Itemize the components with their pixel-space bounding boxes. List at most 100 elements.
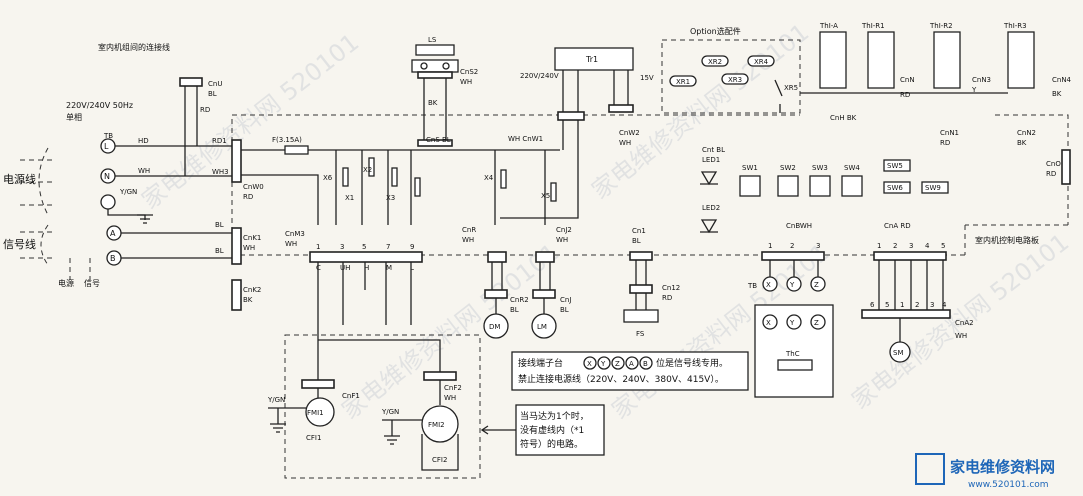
sw5-label: SW5 bbox=[887, 162, 903, 170]
cnr-label: CnR bbox=[462, 226, 476, 234]
cnbwh-label: CnBWH bbox=[786, 222, 812, 230]
cn1-bl-label: BL bbox=[632, 237, 641, 245]
ground-symbol-2 bbox=[268, 407, 306, 433]
bl-label: BL bbox=[215, 221, 224, 229]
fan2-ground-label: Y/GN bbox=[381, 408, 399, 416]
logo-url: www.520101.com bbox=[968, 480, 1049, 490]
cnr2-bl-label: BL bbox=[510, 306, 519, 314]
pin-uh-label: UH bbox=[340, 264, 350, 272]
sw1-label: SW1 bbox=[742, 164, 758, 172]
cnn1-label: CnN1 bbox=[940, 129, 959, 137]
fs-label: FS bbox=[636, 330, 645, 338]
xr1-label: XR1 bbox=[676, 78, 690, 86]
led2-label: LED2 bbox=[702, 204, 720, 212]
remote-z: Z bbox=[814, 281, 819, 289]
signal-line-label: 信号线 bbox=[3, 237, 36, 251]
cnw0-connector bbox=[231, 139, 242, 183]
thi-r1-label: ThI-R1 bbox=[861, 22, 885, 30]
cnj-label: CnJ bbox=[560, 296, 571, 304]
ls-wires bbox=[423, 78, 447, 140]
bl-label: BL bbox=[215, 247, 224, 255]
terminal-n-label: N bbox=[104, 172, 110, 181]
bottom-power-label: 电源 bbox=[58, 278, 74, 288]
pcb-outline bbox=[231, 114, 1069, 256]
logo-text: 家电维修资料网 bbox=[950, 458, 1055, 476]
cnk2-connector bbox=[231, 279, 242, 311]
pin-label: 5 bbox=[941, 242, 945, 250]
cns2-connector bbox=[417, 71, 453, 79]
ls-bk-label: BK bbox=[428, 99, 438, 107]
tr1-primary-wires bbox=[500, 120, 579, 219]
site-logo: 家电维修资料网 www.520101.com bbox=[915, 453, 1055, 490]
pin-label: 2 bbox=[915, 301, 919, 309]
pin-label: 3 bbox=[909, 242, 913, 250]
tr1-wires bbox=[562, 70, 629, 120]
cnr-wires bbox=[491, 262, 503, 290]
remote-y: Y bbox=[789, 319, 795, 327]
pin-label: 1 bbox=[877, 242, 881, 250]
wh3-label: WH3 bbox=[212, 168, 229, 176]
cnj2-wh-label: WH bbox=[556, 236, 568, 244]
cnf1-connector bbox=[301, 379, 335, 389]
cn12-connector bbox=[629, 284, 653, 294]
cnj-bl-label: BL bbox=[560, 306, 569, 314]
cnw0-label: CnW0 bbox=[243, 183, 264, 191]
cnn4-bk-label: BK bbox=[1052, 90, 1062, 98]
option-outline bbox=[661, 39, 801, 114]
cn1-connector bbox=[629, 251, 653, 261]
rd1-label: RD1 bbox=[212, 137, 227, 145]
cnn4-label: CnN4 bbox=[1052, 76, 1072, 84]
indoor-connect-title: 室内机组间的连接线 bbox=[98, 42, 170, 52]
cnbwh-connector bbox=[761, 251, 825, 261]
cns2-label: CnS2 bbox=[460, 68, 478, 76]
fmi2-motor bbox=[421, 405, 459, 443]
remote-y: Y bbox=[789, 281, 795, 289]
svg-text:A: A bbox=[629, 360, 634, 368]
cnn-label: CnN bbox=[900, 76, 915, 84]
cns2-wh-label: WH bbox=[460, 78, 472, 86]
relay-x2-label: X2 bbox=[363, 166, 372, 174]
svg-text:Y: Y bbox=[600, 360, 606, 368]
cfi2-label: CFI2 bbox=[432, 456, 447, 464]
cnu-bl-label: BL bbox=[208, 90, 217, 98]
sm-label: SM bbox=[893, 349, 903, 357]
cnr-wh-label: WH bbox=[462, 236, 474, 244]
sw9-label: SW9 bbox=[925, 184, 941, 192]
pin-label: 4 bbox=[925, 242, 930, 250]
pin-label: 1 bbox=[900, 301, 904, 309]
cnk1-connector bbox=[231, 227, 242, 265]
dm-label: DM bbox=[489, 323, 500, 331]
cnf2-label: CnF2 bbox=[444, 384, 462, 392]
cn1-label: Cn1 bbox=[632, 227, 646, 235]
ground-symbol-1 bbox=[137, 214, 153, 224]
xr2-label: XR2 bbox=[708, 58, 722, 66]
remote-tb-label: TB bbox=[747, 282, 757, 290]
transformer bbox=[554, 47, 634, 71]
thi-r2-label: ThI-R2 bbox=[929, 22, 953, 30]
cnn-rd-label: RD bbox=[900, 91, 910, 99]
tr1-secondary-label: 15V bbox=[640, 74, 654, 82]
cnw1-label: WH CnW1 bbox=[508, 135, 543, 143]
remote-x: X bbox=[766, 319, 771, 327]
cnh-label: CnH BK bbox=[830, 114, 857, 122]
pin-m-label: M bbox=[386, 264, 392, 272]
pin-label: 2 bbox=[893, 242, 897, 250]
relay-wires bbox=[335, 150, 546, 225]
cnf2-wh-label: WH bbox=[444, 394, 456, 402]
cnu-connector bbox=[179, 77, 203, 87]
cnk1-label: CnK1 bbox=[243, 234, 261, 242]
fs-switch bbox=[623, 309, 659, 323]
wh-label: WH bbox=[138, 167, 150, 175]
sm-motor bbox=[889, 341, 911, 363]
cnu-rd-label: RD bbox=[200, 106, 210, 114]
fan1-ground-label: Y/GN bbox=[267, 396, 285, 404]
cnn1-rd-label: RD bbox=[940, 139, 950, 147]
ls-switch bbox=[415, 44, 455, 56]
power-spec: 220V/240V 50Hz bbox=[66, 101, 133, 110]
pin-label: 1 bbox=[316, 243, 320, 251]
cna2-wh-label: WH bbox=[955, 332, 967, 340]
cnn2-label: CnN2 bbox=[1017, 129, 1036, 137]
fmi2-label: FMI2 bbox=[428, 421, 445, 429]
dip-switches: SW1 SW2 SW3 SW4 SW5 SW6 SW9 bbox=[739, 159, 949, 197]
thermistors: ThI-A ThI-R1 ThI-R2 ThI-R3 bbox=[819, 22, 1035, 89]
